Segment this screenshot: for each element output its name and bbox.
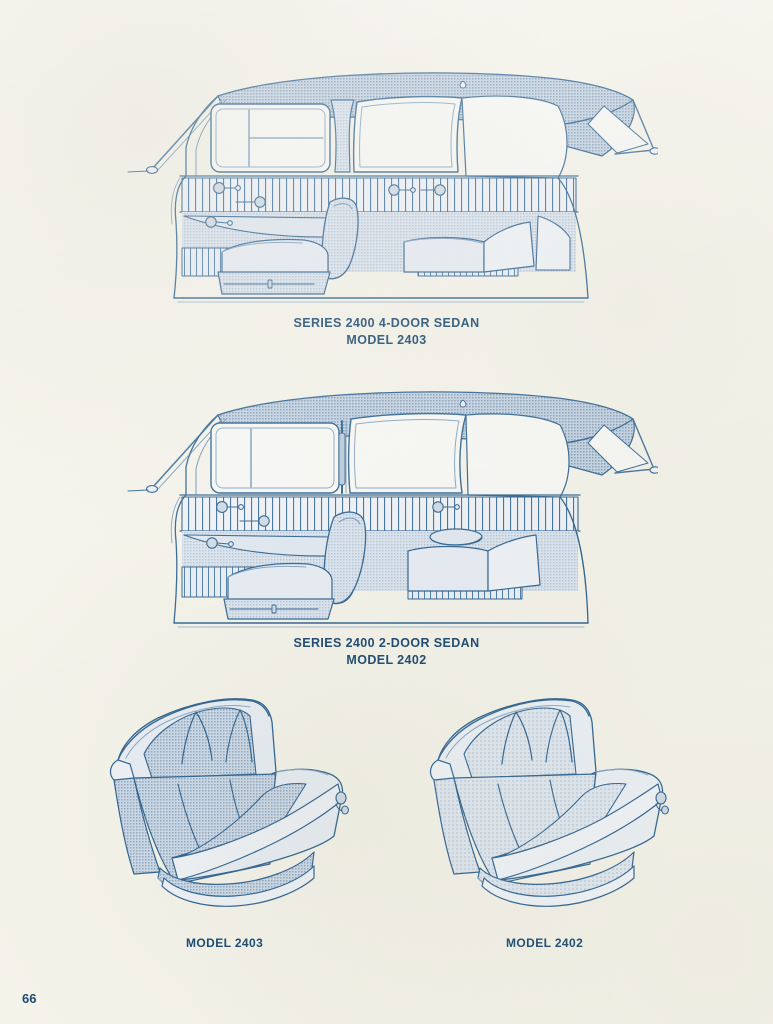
figure-seat-model-2403	[100, 688, 360, 928]
page-number: 66	[22, 991, 37, 1006]
caption-seat-2402: MODEL 2402	[506, 936, 584, 950]
figure-seat-model-2402	[420, 688, 680, 928]
caption-seat-2403: MODEL 2403	[186, 936, 264, 950]
caption-figure-2-door: SERIES 2400 2-DOOR SEDAN MODEL 2402	[0, 635, 773, 669]
caption-line-2: MODEL 2402	[346, 652, 427, 667]
figure-2-door-sedan-interior	[118, 385, 661, 630]
caption-figure-4-door: SERIES 2400 4-DOOR SEDAN MODEL 2403	[0, 315, 773, 349]
caption-line-2: MODEL 2403	[346, 332, 427, 347]
figure-4-door-sedan-interior	[118, 66, 661, 311]
caption-line-1: SERIES 2400 2-DOOR SEDAN	[293, 636, 480, 650]
caption-line-1: SERIES 2400 4-DOOR SEDAN	[293, 316, 480, 330]
